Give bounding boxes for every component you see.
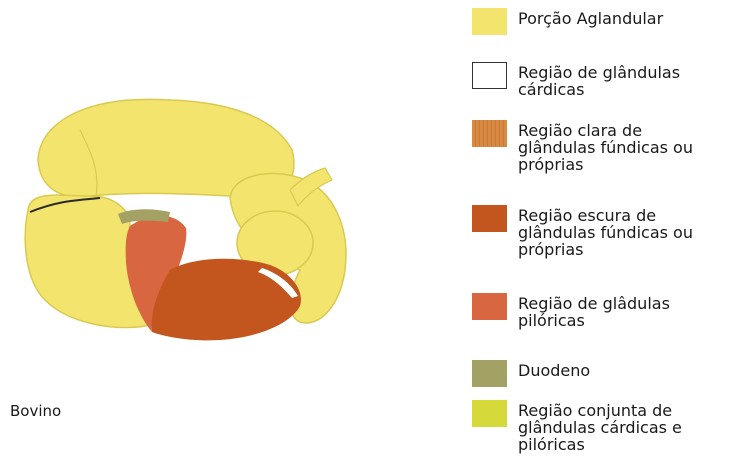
legend-swatch <box>472 360 507 387</box>
abomasum-fundic-region <box>152 259 301 341</box>
legend-label: Porção Aglandular <box>518 10 732 27</box>
legend-label: Região clara de glândulas fúndicas ou pr… <box>518 122 732 173</box>
legend-label: Região conjunta de glândulas cárdicas e … <box>518 402 732 453</box>
legend-swatch <box>472 120 507 147</box>
legend-label: Região de glâdulas pilóricas <box>518 295 732 329</box>
legend-swatch <box>472 205 507 232</box>
legend-label: Duodeno <box>518 362 732 379</box>
legend-swatch <box>472 293 507 320</box>
legend-label: Região escura de glândulas fúndicas ou p… <box>518 207 732 258</box>
legend-swatch <box>472 8 507 35</box>
legend-label: Região de glândulas cárdicas <box>518 64 732 98</box>
legend-swatch <box>472 62 507 89</box>
legend-swatch <box>472 400 507 427</box>
species-caption: Bovino <box>10 402 61 420</box>
bovine-stomach-diagram <box>0 0 440 380</box>
